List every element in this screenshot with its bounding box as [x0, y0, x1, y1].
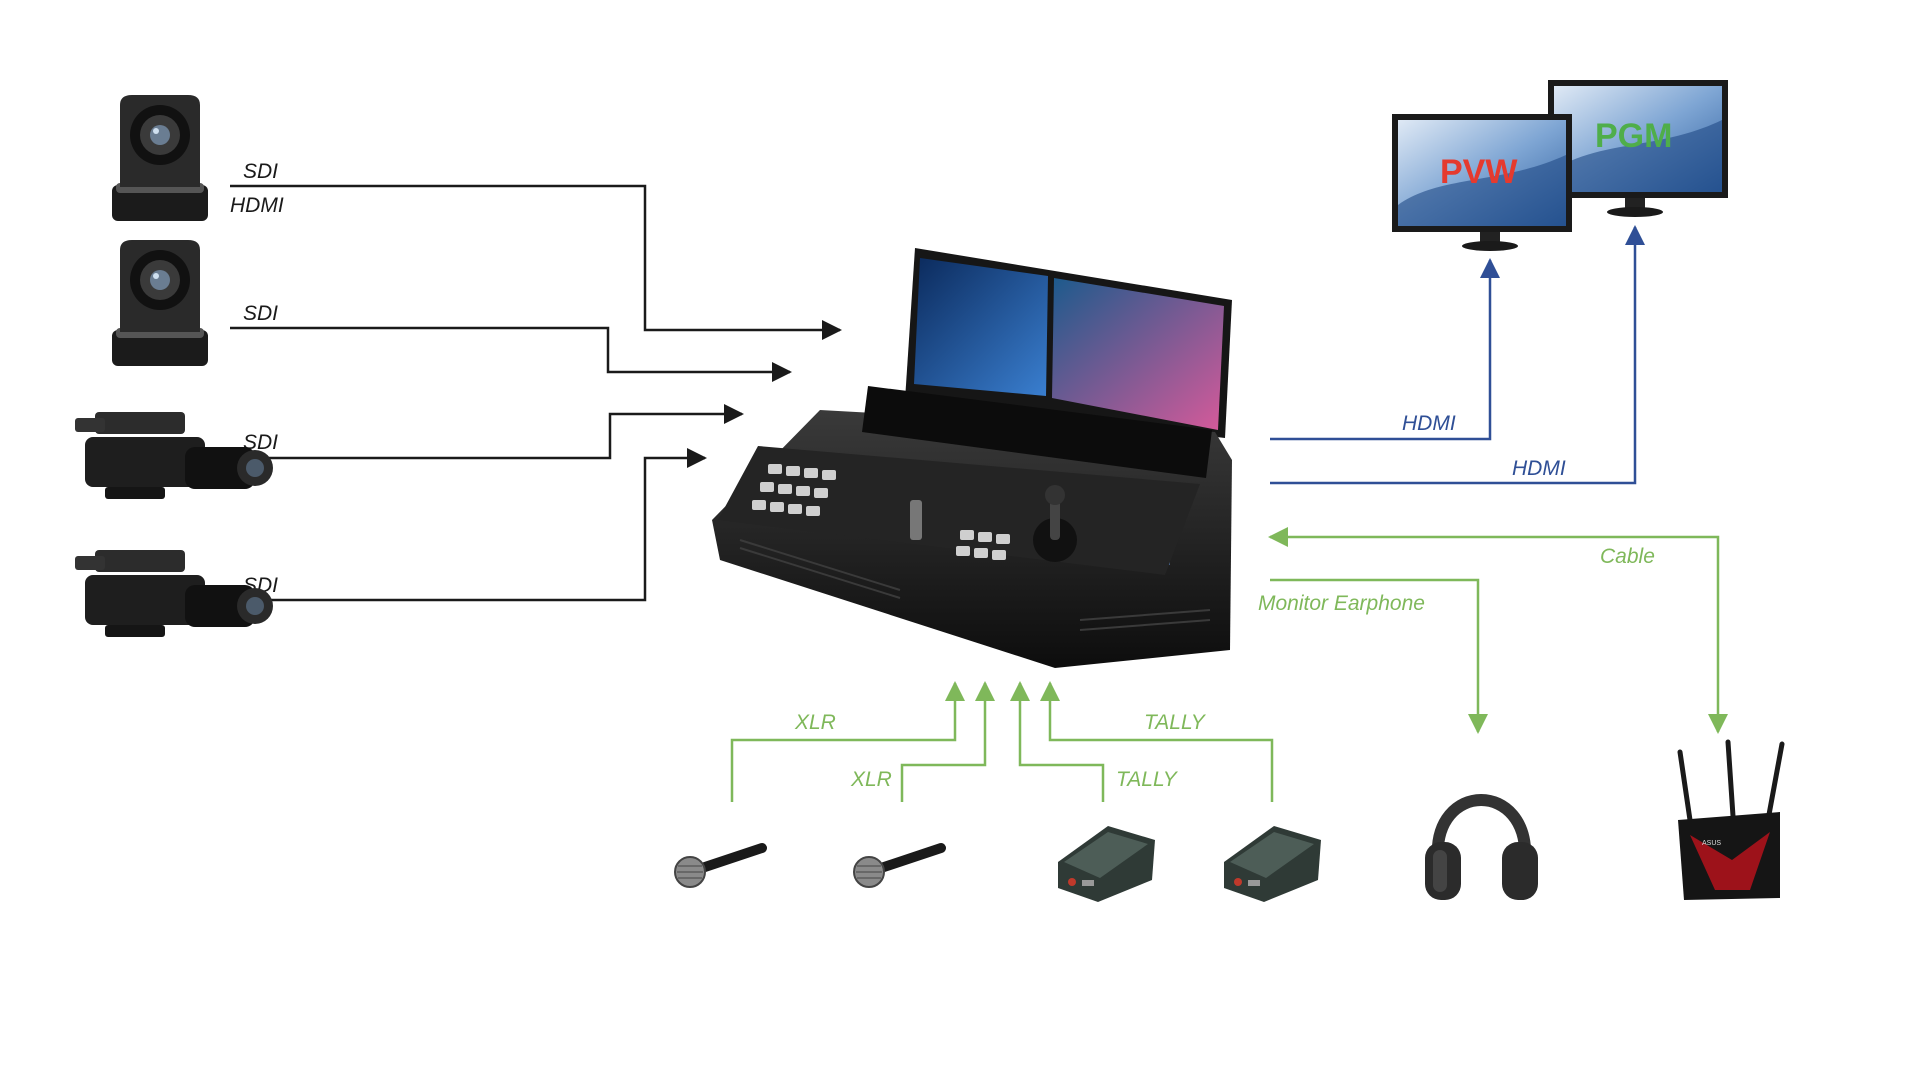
label-xlr-2: XLR — [850, 768, 892, 791]
ptz-camera-1 — [112, 95, 208, 221]
label-tally-1: TALLY — [1116, 768, 1179, 791]
connector-camera-2 — [230, 326, 792, 382]
label-monitor-earphone: Monitor Earphone — [1258, 592, 1425, 615]
tally-box-1 — [1058, 826, 1155, 902]
microphone-1 — [674, 843, 767, 888]
label-cable: Cable — [1600, 545, 1655, 568]
microphone-2 — [853, 843, 946, 888]
wifi-router: ASUS — [1677, 739, 1785, 900]
label-tally-2: TALLY — [1144, 711, 1207, 734]
program-monitor: PGM — [1548, 80, 1728, 217]
connector-network-cable — [1268, 527, 1728, 734]
label-sdi-camera-1: SDI — [243, 160, 278, 183]
connector-mic-1 — [730, 681, 965, 802]
video-switcher — [712, 248, 1232, 668]
headphones — [1425, 794, 1538, 900]
connector-earphone — [1270, 578, 1488, 734]
input-connections — [230, 184, 842, 602]
label-sdi-camcorder-1: SDI — [243, 431, 278, 454]
ptz-camera-2 — [112, 240, 208, 366]
svg-text:ASUS: ASUS — [1702, 840, 1721, 847]
connector-tally-1 — [1010, 681, 1105, 802]
tally-box-2 — [1224, 826, 1321, 902]
preview-monitor: PVW — [1392, 114, 1572, 251]
connector-mic-2 — [900, 681, 995, 802]
switcher-screen-right — [1052, 278, 1224, 430]
connector-hdmi-program — [1270, 225, 1645, 485]
output-connections — [1270, 225, 1645, 485]
peripheral-connections — [730, 527, 1728, 802]
connector-camcorder-2 — [230, 448, 707, 602]
label-hdmi-preview: HDMI — [1402, 412, 1456, 435]
connector-tally-2 — [1040, 681, 1274, 802]
label-sdi-camera-2: SDI — [243, 302, 278, 325]
camcorder-2 — [75, 550, 273, 637]
switcher-screen-left — [914, 258, 1048, 396]
pgm-screen-text: PGM — [1595, 117, 1672, 155]
camcorder-1 — [75, 412, 273, 499]
label-hdmi-program: HDMI — [1512, 457, 1566, 480]
connector-camera-1 — [230, 184, 842, 340]
connector-hdmi-preview — [1270, 258, 1500, 441]
connector-camcorder-1 — [230, 404, 744, 460]
label-hdmi-camera-1: HDMI — [230, 194, 284, 217]
label-xlr-1: XLR — [794, 711, 836, 734]
pvw-screen-text: PVW — [1440, 153, 1518, 191]
